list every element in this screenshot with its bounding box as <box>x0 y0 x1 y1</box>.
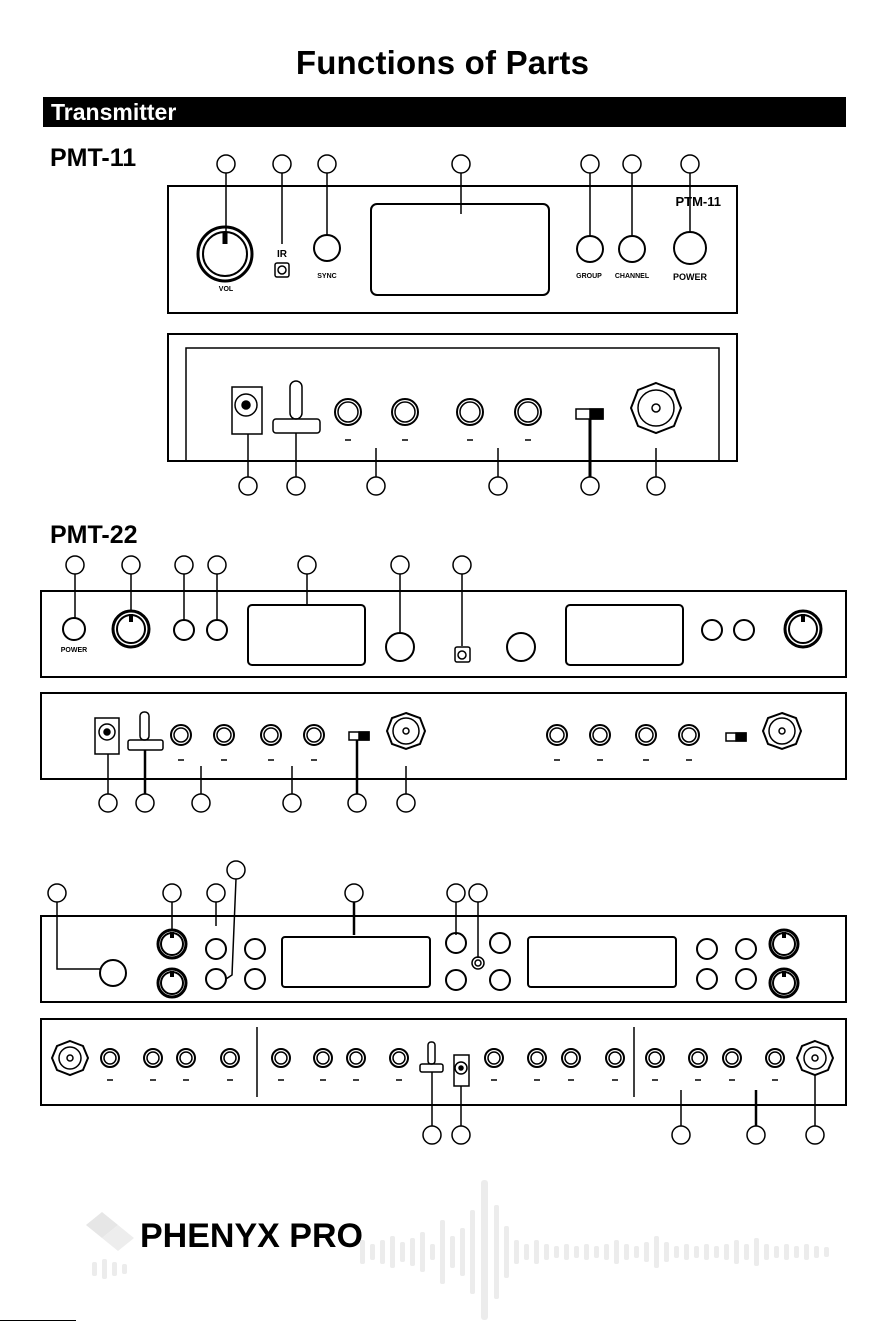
antenna-connector-icon <box>52 1041 88 1075</box>
cable-clamp-icon <box>420 1042 443 1072</box>
pmt-11-front-callouts <box>217 155 699 244</box>
vol-knob-icons[interactable] <box>158 930 186 997</box>
group-channel-buttons-a[interactable] <box>206 939 265 989</box>
sync-button[interactable] <box>314 235 340 261</box>
lcd-display-a <box>282 937 430 987</box>
vol-knob-b-icon[interactable] <box>785 611 821 647</box>
lcd-display-b <box>566 605 683 665</box>
channel-label: CHANNEL <box>615 273 650 280</box>
group-button[interactable] <box>174 620 194 640</box>
lcd-display-b <box>528 937 676 987</box>
group-button[interactable] <box>577 236 603 262</box>
vol-label: VOL <box>219 286 234 293</box>
pmt-44-rear-callouts <box>423 1072 824 1144</box>
pmt-22-front-panel: POWER <box>41 556 846 677</box>
pmt-44-rear-panel <box>41 1019 846 1144</box>
brand-name: PHENYX PRO <box>140 1217 363 1255</box>
group-button-b[interactable] <box>702 620 722 640</box>
sync-label: SYNC <box>317 273 336 280</box>
vol-knob-icon[interactable] <box>198 227 252 281</box>
pmt-22-rear-panel <box>41 693 846 812</box>
power-button[interactable] <box>100 960 126 986</box>
dc-jack-icon <box>454 1055 469 1086</box>
antenna-connector-b-icon <box>763 713 801 749</box>
group-channel-buttons-b[interactable] <box>697 939 756 989</box>
antenna-connector-icon <box>387 713 425 749</box>
pmt-22-rear-callouts <box>99 740 415 812</box>
ir-sensor-icon <box>275 263 289 277</box>
brand-logo-icon <box>86 1212 134 1251</box>
antenna-connector-icon <box>631 383 681 433</box>
slide-switch-icon[interactable] <box>349 732 369 740</box>
pmt-11-rear-callouts <box>239 419 665 495</box>
pmt-44-front-callouts <box>48 861 487 979</box>
dc-jack-icon <box>232 387 262 434</box>
pmt-44-front-panel <box>41 861 846 1002</box>
slide-switch-b-icon[interactable] <box>726 733 746 741</box>
pmt-11-rear-panel <box>168 334 737 495</box>
sync-button[interactable] <box>386 633 414 661</box>
vol-knob-b-icons[interactable] <box>770 930 798 997</box>
power-button[interactable] <box>674 232 706 264</box>
power-button[interactable] <box>63 618 85 640</box>
power-label: POWER <box>61 647 87 654</box>
audio-input-jacks-b <box>547 725 699 760</box>
ir-sensor-icon <box>455 647 470 662</box>
cable-clamp-icon <box>128 712 163 750</box>
audio-input-jacks <box>335 399 541 440</box>
audio-input-jacks-a <box>171 725 324 760</box>
channel-button[interactable] <box>207 620 227 640</box>
slide-switch-icon[interactable] <box>576 409 603 419</box>
pmt-22-front-callouts <box>66 556 471 646</box>
channel-button[interactable] <box>619 236 645 262</box>
lcd-display <box>371 204 549 295</box>
group-label: GROUP <box>576 273 602 280</box>
ir-sensor-icon <box>472 957 484 969</box>
sync-button-b[interactable] <box>507 633 535 661</box>
channel-button-b[interactable] <box>734 620 754 640</box>
power-label: POWER <box>673 272 708 282</box>
footer-rule <box>0 1320 76 1321</box>
model-badge: PTM-11 <box>675 194 721 209</box>
lcd-display-a <box>248 605 365 665</box>
cable-clamp-icon <box>273 381 320 433</box>
dc-jack-icon <box>95 718 119 754</box>
vol-knob-icon[interactable] <box>113 611 149 647</box>
brand-watermark: PHENYX PRO <box>86 1180 829 1320</box>
antenna-connector-b-icon <box>797 1041 833 1075</box>
ir-label: IR <box>277 249 288 260</box>
pmt-11-front-panel: VOL IR SYNC GROUP CHANNEL POWER PTM-11 <box>168 155 737 313</box>
